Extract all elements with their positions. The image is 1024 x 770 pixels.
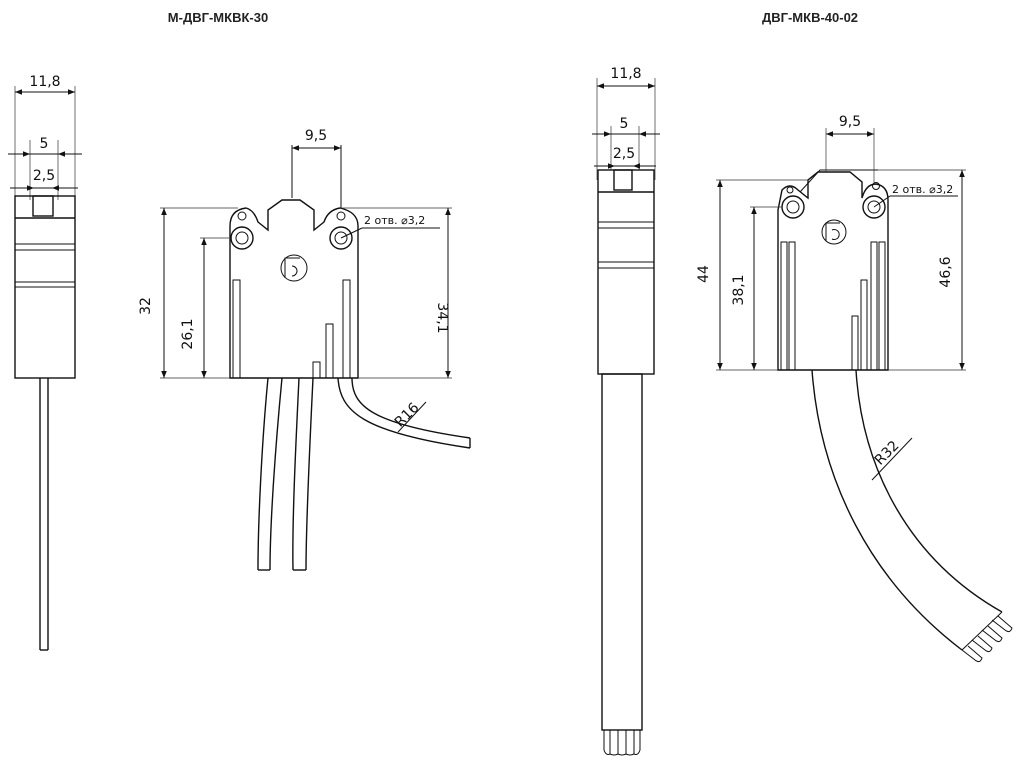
right-title: ДВГ-МКВ-40-02 (762, 10, 858, 25)
left-pin-spacing-label: 9,5 (305, 128, 327, 144)
right-side-inner-label: 5 (620, 116, 629, 132)
left-side-view: 11,8 5 2,5 (8, 74, 82, 651)
left-title: М-ДВГ-МКВК-30 (168, 10, 268, 25)
left-side-width-label: 11,8 (29, 74, 60, 90)
left-side-inner-label: 5 (40, 136, 49, 152)
right-side-view: 11,8 5 2,5 (592, 66, 660, 756)
right-height-hole-label: 38,1 (731, 274, 747, 305)
right-front-view: 9,5 2 отв. ⌀3,2 44 38,1 46,6 R32 (696, 114, 1013, 663)
right-height-total-label: 44 (696, 265, 712, 283)
left-height-total-label: 32 (138, 297, 154, 315)
left-holes-note: 2 отв. ⌀3,2 (364, 214, 425, 227)
left-bend-radius-label: R16 (392, 400, 423, 431)
left-front-view: 9,5 2 отв. ⌀3,2 32 26,1 34,1 R16 (138, 128, 471, 571)
right-pin-spacing-label: 9,5 (839, 114, 861, 130)
right-side-width-label: 11,8 (610, 66, 641, 82)
left-height-hole-label: 26,1 (180, 318, 196, 349)
left-height-right-label: 34,1 (434, 302, 450, 333)
right-bend-radius-label: R32 (872, 438, 903, 469)
right-height-right-label: 46,6 (938, 256, 954, 287)
right-holes-note: 2 отв. ⌀3,2 (892, 183, 953, 196)
right-side-small-label: 2,5 (613, 146, 635, 162)
manufacturer-logo-icon (280, 254, 308, 282)
manufacturer-logo-icon (821, 219, 847, 245)
left-side-small-label: 2,5 (33, 168, 55, 184)
